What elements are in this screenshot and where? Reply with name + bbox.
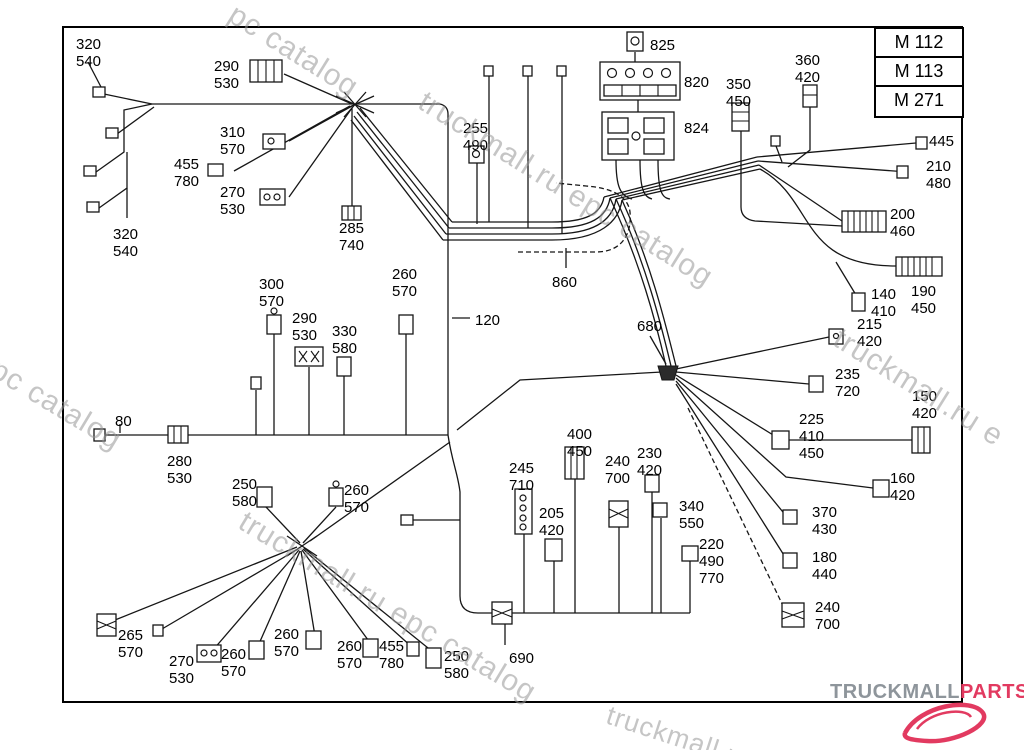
legend-item-m112: M 112 (876, 29, 962, 58)
brand-logo: TRUCKMALLPARTS (830, 681, 1024, 704)
brand-logo-accent: PARTS (960, 681, 1024, 703)
harness-lines (87, 52, 917, 653)
connector-icons (83, 59, 943, 669)
legend-item-m271: M 271 (893, 90, 945, 110)
brand-logo-text: TRUCKMALL (830, 681, 961, 703)
brand-swoosh-icon (902, 702, 987, 744)
component-blocks (599, 31, 681, 161)
legend-item-m113: M 113 (876, 58, 962, 87)
diagram-border (62, 26, 963, 703)
model-legend: M 112 M 113 M 271 (874, 27, 964, 118)
